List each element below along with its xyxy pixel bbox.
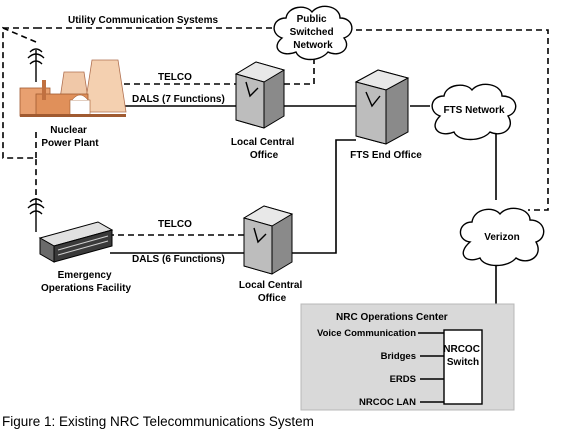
emergency-facility-label: Emergency Operations Facility	[41, 270, 131, 294]
nrc-item-bridges: Bridges	[381, 351, 416, 362]
figure-label: Figure 1	[2, 414, 52, 429]
dals-bottom-label: DALS (6 Functions)	[132, 254, 225, 265]
local-central-office-top-label: Local Central Office	[231, 137, 297, 161]
figure-caption: Figure 1: Existing NRC Telecommunication…	[2, 414, 314, 429]
fts-end-office-icon	[354, 69, 410, 145]
nrc-item-lan: NRCOC LAN	[359, 397, 416, 408]
nuclear-plant-icon	[19, 59, 127, 117]
emergency-facility-icon	[38, 221, 114, 263]
antenna-icon	[27, 198, 45, 232]
verizon-cloud-icon	[459, 207, 545, 267]
telco-top-label: TELCO	[158, 72, 192, 83]
telco-bottom-label: TELCO	[158, 219, 192, 230]
nrcoc-switch-label: NRCOC Switch	[443, 344, 482, 368]
local-central-office-bottom-label: Local Central Office	[239, 280, 305, 304]
dals-top-label: DALS (7 Functions)	[132, 94, 225, 105]
pstn-cloud-icon	[273, 5, 353, 61]
utility-systems-label: Utility Communication Systems	[68, 15, 218, 26]
nrc-operations-center	[300, 303, 515, 411]
figure-caption-text: : Existing NRC Telecommunications System	[51, 414, 314, 429]
fts-end-office-label: FTS End Office	[350, 150, 422, 161]
verizon-label: Verizon	[484, 232, 520, 243]
local-central-office-bottom-icon	[242, 205, 294, 275]
nrc-center-title: NRC Operations Center	[336, 312, 448, 323]
fts-network-label: FTS Network	[443, 105, 505, 116]
local-central-office-top-icon	[234, 61, 286, 129]
antenna-icon	[27, 48, 45, 82]
nrc-item-erds: ERDS	[390, 374, 416, 385]
pstn-label: Public Switched Network	[290, 14, 337, 51]
fts-network-cloud-icon	[431, 83, 517, 141]
nrc-item-voice: Voice Communication	[317, 328, 416, 339]
nuclear-plant-label: Nuclear Power Plant	[41, 125, 99, 149]
